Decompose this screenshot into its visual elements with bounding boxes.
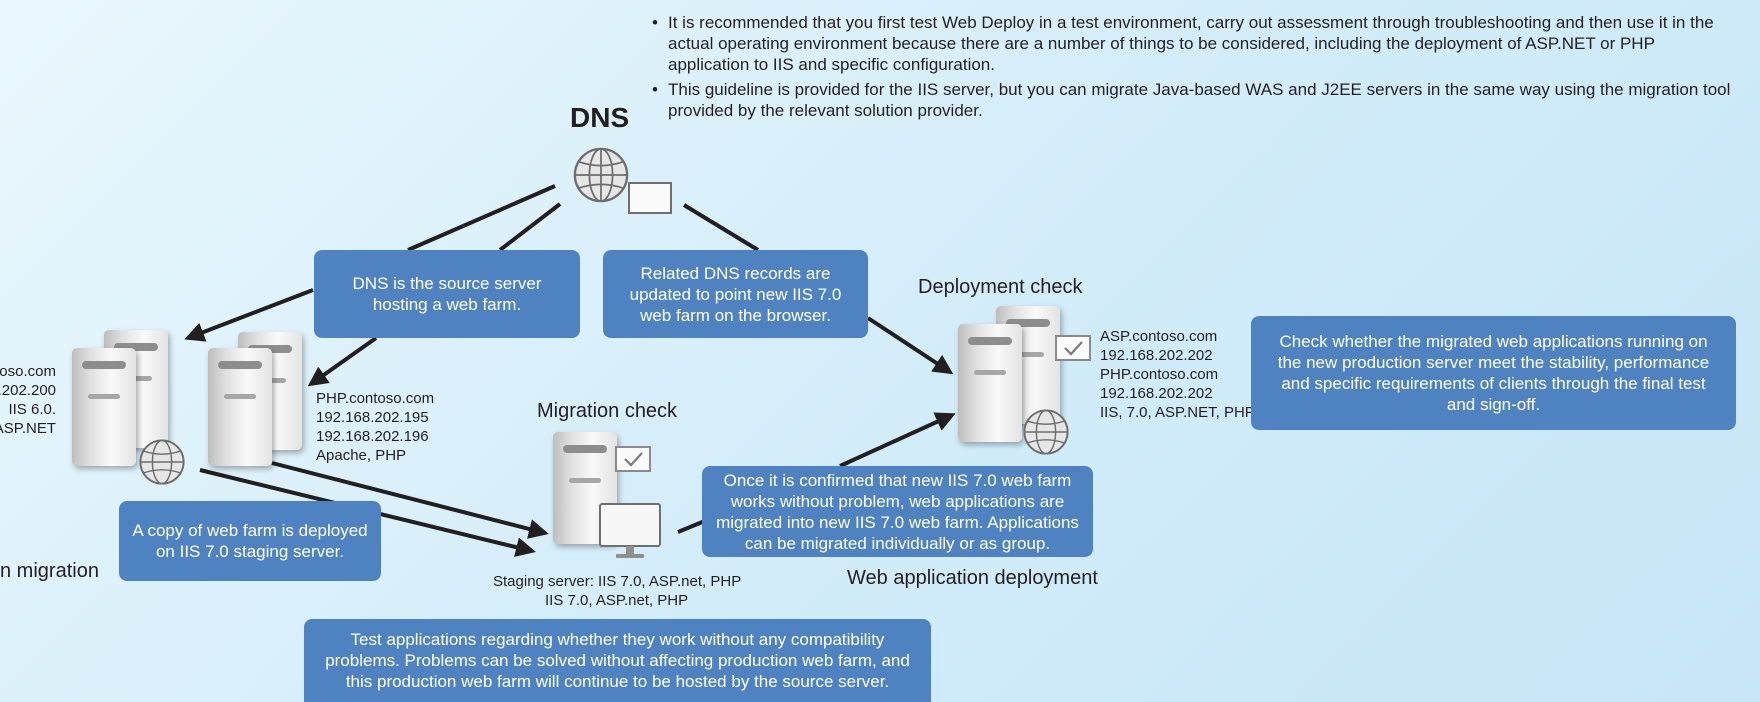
server-icon (553, 432, 617, 544)
php-server-line: 192.168.202.195 (316, 409, 429, 426)
checkmark-icon (615, 446, 651, 472)
migration-check-title: Migration check (537, 400, 678, 422)
staging-server-line: Staging server: IIS 7.0, ASP.net, PHP (493, 573, 742, 590)
server-icon (208, 348, 272, 466)
asp-server-line: IIS 6.0. (8, 401, 56, 418)
staging-server-line: IIS 7.0, ASP.net, PHP (545, 592, 689, 609)
checkmark-icon (1055, 335, 1091, 361)
production-server-line: PHP.contoso.com (1100, 366, 1219, 383)
web-app-deploy-note: Once it is confirmed that new IIS 7.0 we… (702, 466, 1093, 557)
asp-server-line: oso.com (0, 363, 56, 380)
dns-to-farm-arrow (184, 288, 314, 342)
dns-to-php-line (498, 202, 562, 252)
production-server-line: 192.168.202.202 (1100, 385, 1213, 402)
production-server-line: IIS, 7.0, ASP.NET, PHP (1100, 404, 1255, 421)
globe-icon (139, 439, 185, 485)
migration-stage-label: n migration (0, 560, 99, 582)
production-server-line: 192.168.202.202 (1100, 347, 1213, 364)
globe-icon (1023, 409, 1069, 455)
test-applications-note: Test applications regarding whether they… (304, 619, 931, 702)
production-server-line: ASP.contoso.com (1100, 328, 1218, 345)
globe-icon (573, 147, 629, 203)
envelope-icon (628, 182, 672, 214)
dns-title: DNS (570, 102, 630, 133)
staging-to-deploy-arrow (839, 412, 956, 468)
monitor-icon (599, 503, 661, 558)
php-server-line: Apache, PHP (316, 447, 407, 464)
php-server-line: 192.168.202.196 (316, 428, 429, 445)
dns-to-records-line (682, 203, 760, 252)
note-item: This guideline is provided for the IIS s… (652, 79, 1732, 121)
signoff-note: Check whether the migrated web applicati… (1251, 316, 1736, 430)
note-item: It is recommended that you first test We… (652, 12, 1732, 75)
asp-server-line: .202.200 (0, 382, 56, 399)
copy-farm-note: A copy of web farm is deployed on IIS 7.… (119, 501, 381, 581)
server-icon (958, 324, 1022, 442)
deployment-check-title: Deployment check (918, 276, 1083, 298)
web-app-deployment-label: Web application deployment (847, 567, 1098, 589)
dns-source-note: DNS is the source server hosting a web f… (314, 250, 580, 338)
asp-server-line: ASP.NET (0, 420, 56, 437)
dns-to-farm-line (407, 184, 556, 252)
dns-records-note: Related DNS records are updated to point… (603, 250, 868, 338)
records-to-deploy-arrow (866, 316, 954, 375)
server-icon (72, 348, 136, 466)
php-server-line: PHP.contoso.com (316, 390, 435, 407)
dns-to-php-arrow (307, 336, 378, 387)
notes-list: It is recommended that you first test We… (652, 12, 1732, 125)
farm-to-staging-arrow-2 (271, 461, 549, 539)
